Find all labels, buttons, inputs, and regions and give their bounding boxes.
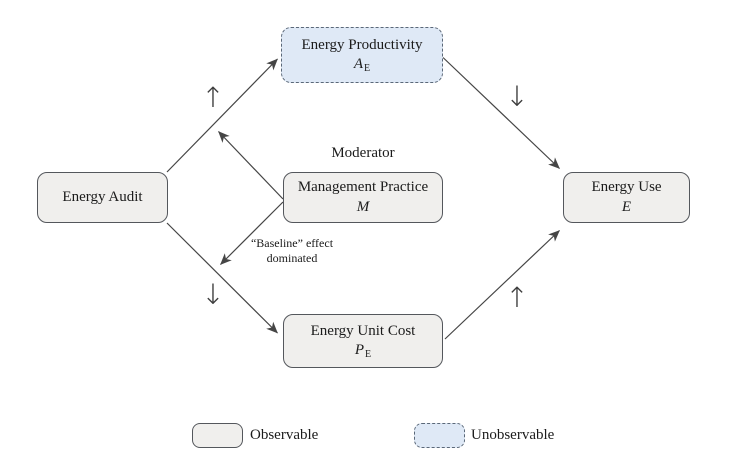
- baseline-note-line1: “Baseline” effect: [250, 236, 334, 250]
- arrow-unitcost-to-use: [444, 230, 560, 340]
- node-energy-productivity: Energy Productivity AE: [281, 27, 443, 83]
- node-symbol: AE: [353, 56, 371, 74]
- node-label: Energy Use: [591, 179, 662, 195]
- node-symbol: E: [621, 198, 632, 215]
- node-label: Energy Audit: [62, 188, 143, 205]
- node-label: Management Practice: [297, 179, 429, 195]
- node-management-practice: Management Practice M: [283, 172, 443, 223]
- node-label: Energy Productivity: [301, 36, 423, 53]
- arrow-productivity-to-use: [442, 57, 560, 169]
- arrow-audit-to-productivity: [166, 58, 278, 173]
- node-energy-unit-cost: Energy Unit Cost PE: [283, 314, 443, 368]
- observable-label: Observable: [250, 427, 319, 443]
- node-label: Energy Unit Cost: [310, 322, 416, 339]
- up-arrow-icon: ↑: [505, 281, 529, 314]
- down-arrow-icon: ↓: [505, 80, 529, 113]
- arrow-audit-to-unitcost: [166, 222, 278, 334]
- observable-swatch: [192, 423, 243, 448]
- node-energy-audit: Energy Audit: [37, 172, 168, 223]
- arrow-moderator-to-lower-path: [220, 201, 284, 265]
- baseline-effect-note: “Baseline” effect dominated: [236, 236, 348, 265]
- node-symbol: M: [356, 198, 370, 215]
- node-symbol: PE: [354, 342, 372, 360]
- moderator-label: Moderator: [331, 145, 395, 161]
- arrow-moderator-to-upper-path: [218, 131, 284, 200]
- baseline-note-line2: dominated: [266, 250, 318, 265]
- unobservable-label: Unobservable: [471, 427, 555, 443]
- node-energy-use: Energy Use E: [563, 172, 690, 223]
- down-arrow-icon: ↓: [201, 278, 225, 311]
- up-arrow-icon: ↑: [201, 81, 225, 114]
- unobservable-swatch: [414, 423, 465, 448]
